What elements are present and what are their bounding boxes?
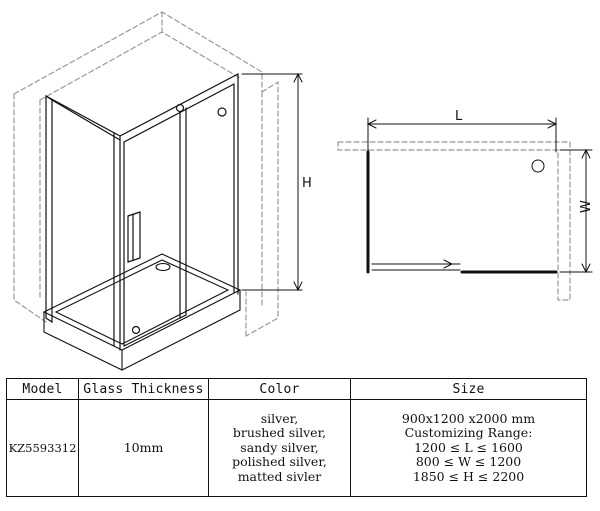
plan-wall-outline — [337, 141, 571, 301]
shower-tray — [42, 253, 242, 371]
width-dimension — [559, 148, 593, 274]
spec-header-row: Model Glass Thickness Color Size — [6, 378, 587, 400]
color-option: sandy silver, — [240, 439, 319, 455]
header-glass-thickness: Glass Thickness — [78, 378, 209, 400]
height-label: H — [302, 176, 312, 191]
color-option: silver, — [260, 410, 299, 426]
isometric-view: H — [13, 11, 312, 371]
width-label: W — [579, 200, 594, 213]
color-option: matted sivler — [237, 468, 322, 484]
size-line: 1850 ≤ H ≤ 2200 — [412, 468, 525, 484]
sliding-panel — [119, 73, 239, 347]
fixed-side-panel — [45, 94, 121, 351]
length-label: L — [455, 109, 463, 124]
spec-table: Model Glass Thickness Color Size KZ55933… — [6, 378, 587, 497]
technical-drawing: H L W — [13, 11, 594, 371]
length-dimension — [366, 117, 558, 153]
wall-outline — [13, 11, 279, 337]
size-cell: 900x1200 x2000 mm Customizing Range: 120… — [350, 399, 587, 497]
size-line: Customizing Range: — [404, 425, 533, 441]
color-option: brushed silver, — [232, 425, 327, 441]
header-model: Model — [6, 378, 79, 400]
plan-view: L W — [337, 109, 594, 301]
plan-glass — [366, 150, 558, 274]
header-color: Color — [208, 378, 351, 400]
height-dimension — [241, 72, 303, 292]
glass-thickness-cell: 10mm — [78, 399, 209, 497]
size-line: 800 ≤ W ≤ 1200 — [415, 454, 522, 470]
header-size: Size — [350, 378, 587, 400]
size-line: 900x1200 x2000 mm — [401, 410, 536, 426]
spec-data-row: KZ5593312 10mm silver, brushed silver, s… — [6, 399, 587, 497]
color-cell: silver, brushed silver, sandy silver, po… — [208, 399, 351, 497]
color-option: polished silver, — [232, 454, 327, 470]
size-line: 1200 ≤ L ≤ 1600 — [414, 439, 523, 455]
model-cell: KZ5593312 — [6, 399, 79, 497]
